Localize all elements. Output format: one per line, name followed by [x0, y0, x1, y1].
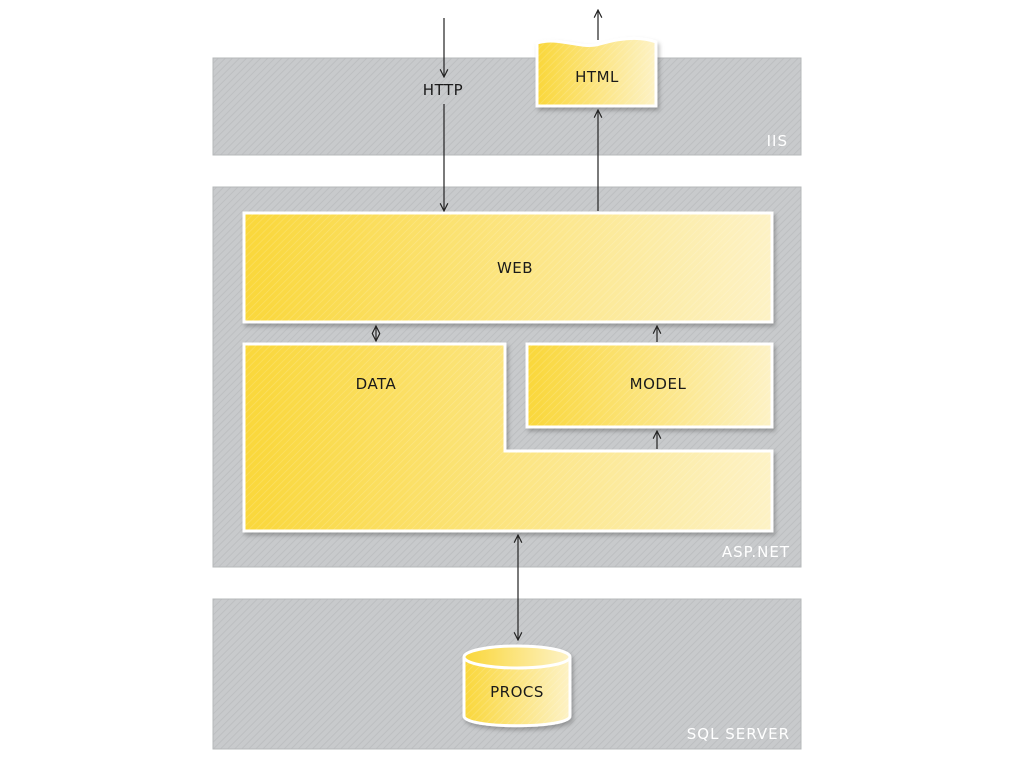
procs-database-cylinder: [462, 644, 572, 728]
tier-label-iis: IIS: [767, 132, 788, 150]
model-box: [525, 342, 774, 429]
http-label: HTTP: [423, 81, 463, 99]
tier-label-sqlserver: SQL SERVER: [687, 725, 790, 743]
web-box: [242, 211, 774, 324]
procs-label: PROCS: [490, 683, 544, 701]
tier-label-aspnet: ASP.NET: [722, 543, 790, 561]
web-label: WEB: [497, 259, 533, 277]
tier-iis: IIS: [212, 57, 802, 156]
model-label: MODEL: [630, 375, 687, 393]
html-document-box: [535, 36, 658, 108]
data-label: DATA: [356, 375, 397, 393]
data-box: [242, 342, 774, 533]
html-label: HTML: [575, 68, 619, 86]
